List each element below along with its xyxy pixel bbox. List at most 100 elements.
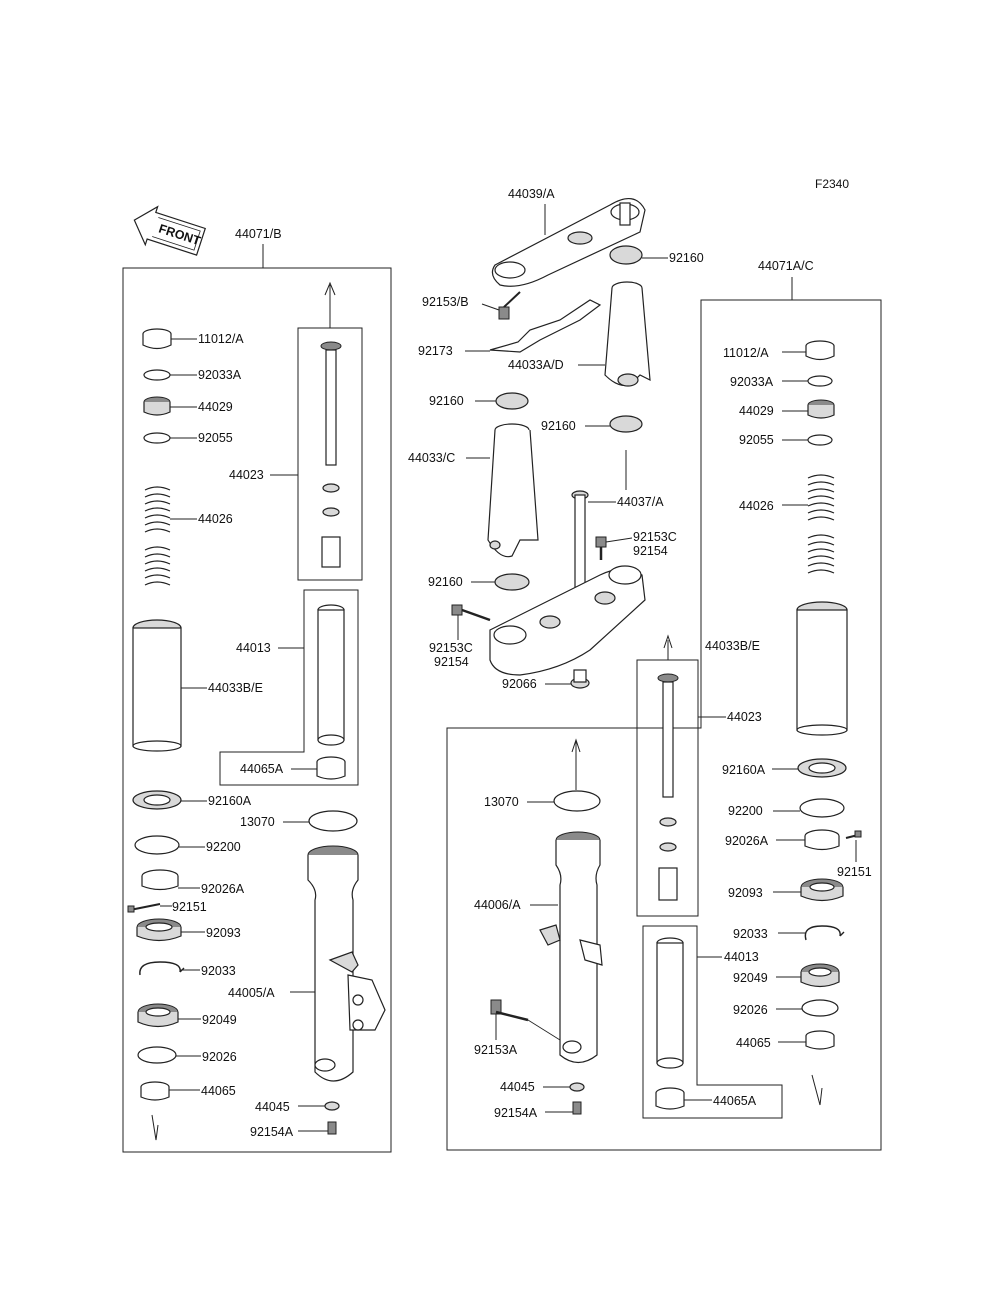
ring-part: [308, 810, 358, 832]
small-bolt-part: [845, 830, 862, 839]
label-right-drain-bolt: 92154A: [494, 1106, 538, 1120]
spring-part: [144, 486, 171, 586]
label-right-oring-b: 92055: [739, 433, 774, 447]
bush-part: [316, 756, 346, 780]
label-right-cap: 11012/A: [723, 346, 769, 360]
label-right-piston-rod: 44023: [727, 710, 762, 724]
label-cover-right: 44033A/D: [508, 358, 564, 372]
cover-left-part: [487, 423, 539, 558]
upper-bracket-part: [491, 198, 646, 287]
cap-seal-part: [807, 399, 835, 419]
steering-stem-part: [571, 490, 589, 626]
left-assembly-frame: [122, 267, 392, 1153]
washer-part: [134, 835, 180, 855]
bush-part: [140, 1081, 170, 1101]
spring-part: [807, 474, 835, 574]
label-left-bush-b: 44065: [201, 1084, 236, 1098]
label-right-cover: 44033B/E: [705, 639, 760, 653]
label-right-ring: 13070: [484, 795, 519, 809]
label-left-washer-c: 92026: [202, 1050, 237, 1064]
front-direction-arrow-icon: FRONT: [133, 205, 207, 256]
label-right-washer-a: 92160A: [722, 763, 766, 777]
circlip-part: [139, 961, 185, 976]
lower-bolt-part: [451, 604, 491, 622]
label-right-gasket: 44045: [500, 1080, 535, 1094]
label-washer-left: 92160: [429, 394, 464, 408]
washer-part: [799, 798, 845, 818]
label-wire-clamp: 92173: [418, 344, 453, 358]
washer-part: [494, 573, 530, 591]
dust-seal-part: [137, 1003, 179, 1028]
lower-bracket-part: [489, 565, 646, 676]
label-cover-left: 44033/C: [408, 451, 455, 465]
label-right-spring: 44026: [739, 499, 774, 513]
oil-seal-part: [800, 878, 844, 902]
label-left-cover: 44033B/E: [208, 681, 263, 695]
cap-part: [142, 328, 172, 350]
wire-clamp-part: [489, 299, 602, 353]
cylinder-part: [656, 937, 684, 1069]
label-right-cylinder: 44013: [724, 950, 759, 964]
ring-part: [553, 790, 601, 812]
cover-part: [796, 601, 848, 736]
label-left-gasket: 44045: [255, 1100, 290, 1114]
piston-rod-part: [320, 341, 342, 568]
label-left-clamp: 92026A: [201, 882, 245, 896]
label-right-circlip: 92033: [733, 927, 768, 941]
label-lower-washer: 92154: [434, 655, 469, 669]
label-right-cap-seal: 44029: [739, 404, 774, 418]
center-steering-assembly: 44039/A 92160 92153/B 92173: [408, 187, 704, 691]
label-left-outer-tube: 44005/A: [228, 986, 275, 1000]
gasket-part: [324, 1101, 340, 1111]
label-left-dust-seal: 92049: [202, 1013, 237, 1027]
bracket-bolt-part: [498, 291, 521, 320]
cap-part: [805, 340, 835, 361]
label-right-axle-bolt: 92153A: [474, 1043, 518, 1057]
label-left-bush-a: 44065A: [240, 762, 284, 776]
label-left-oring-a: 92033A: [198, 368, 242, 382]
label-left-small-bolt: 92151: [172, 900, 207, 914]
washer-part: [137, 1046, 177, 1064]
label-stem-bolt: 92153C: [633, 530, 677, 544]
washer-part: [609, 415, 643, 433]
dust-seal-part: [800, 963, 840, 988]
label-upper-bracket: 44039/A: [508, 187, 555, 201]
cylinder-part: [317, 604, 345, 746]
right-fork-assembly: 44071A/C 11012/A 92033A 44029 92055: [446, 259, 882, 1151]
drain-bolt-part: [572, 1101, 582, 1115]
axle-bolt-part: [490, 999, 561, 1041]
piston-rod-part: [657, 634, 679, 901]
label-right-washer-c: 92026: [733, 1003, 768, 1017]
label-left-cap-seal: 44029: [198, 400, 233, 414]
label-left-spring: 44026: [198, 512, 233, 526]
label-left-washer-a: 92160A: [208, 794, 252, 808]
oring-part: [807, 434, 833, 446]
label-right-bush-b: 44065: [736, 1036, 771, 1050]
left-assembly-title: 44071/B: [235, 227, 282, 241]
right-assembly-title: 44071A/C: [758, 259, 814, 273]
label-right-outer-tube: 44006/A: [474, 898, 521, 912]
clamp-part: [804, 829, 840, 851]
label-right-oil-seal: 92093: [728, 886, 763, 900]
label-left-piston-rod: 44023: [229, 468, 264, 482]
washer-part: [609, 245, 643, 265]
cover-right-part: [604, 281, 651, 387]
bush-part: [805, 1030, 835, 1050]
label-left-washer-b: 92200: [206, 840, 241, 854]
label-plug: 92066: [502, 677, 537, 691]
clamp-part: [141, 869, 179, 891]
washer-part: [495, 392, 529, 410]
label-left-oring-b: 92055: [198, 431, 233, 445]
washer-part: [801, 999, 839, 1017]
drain-bolt-part: [327, 1121, 337, 1135]
label-washer-top: 92160: [669, 251, 704, 265]
left-fork-assembly: 44071/B 11012/A 92033A 44029 92055: [122, 227, 392, 1153]
label-right-bush-a: 44065A: [713, 1094, 757, 1108]
label-left-cap: 11012/A: [198, 332, 244, 346]
plug-part: [570, 669, 590, 689]
label-left-cylinder: 44013: [236, 641, 271, 655]
label-right-dust-seal: 92049: [733, 971, 768, 985]
cap-seal-part: [143, 396, 171, 416]
circlip-part: [804, 925, 845, 941]
